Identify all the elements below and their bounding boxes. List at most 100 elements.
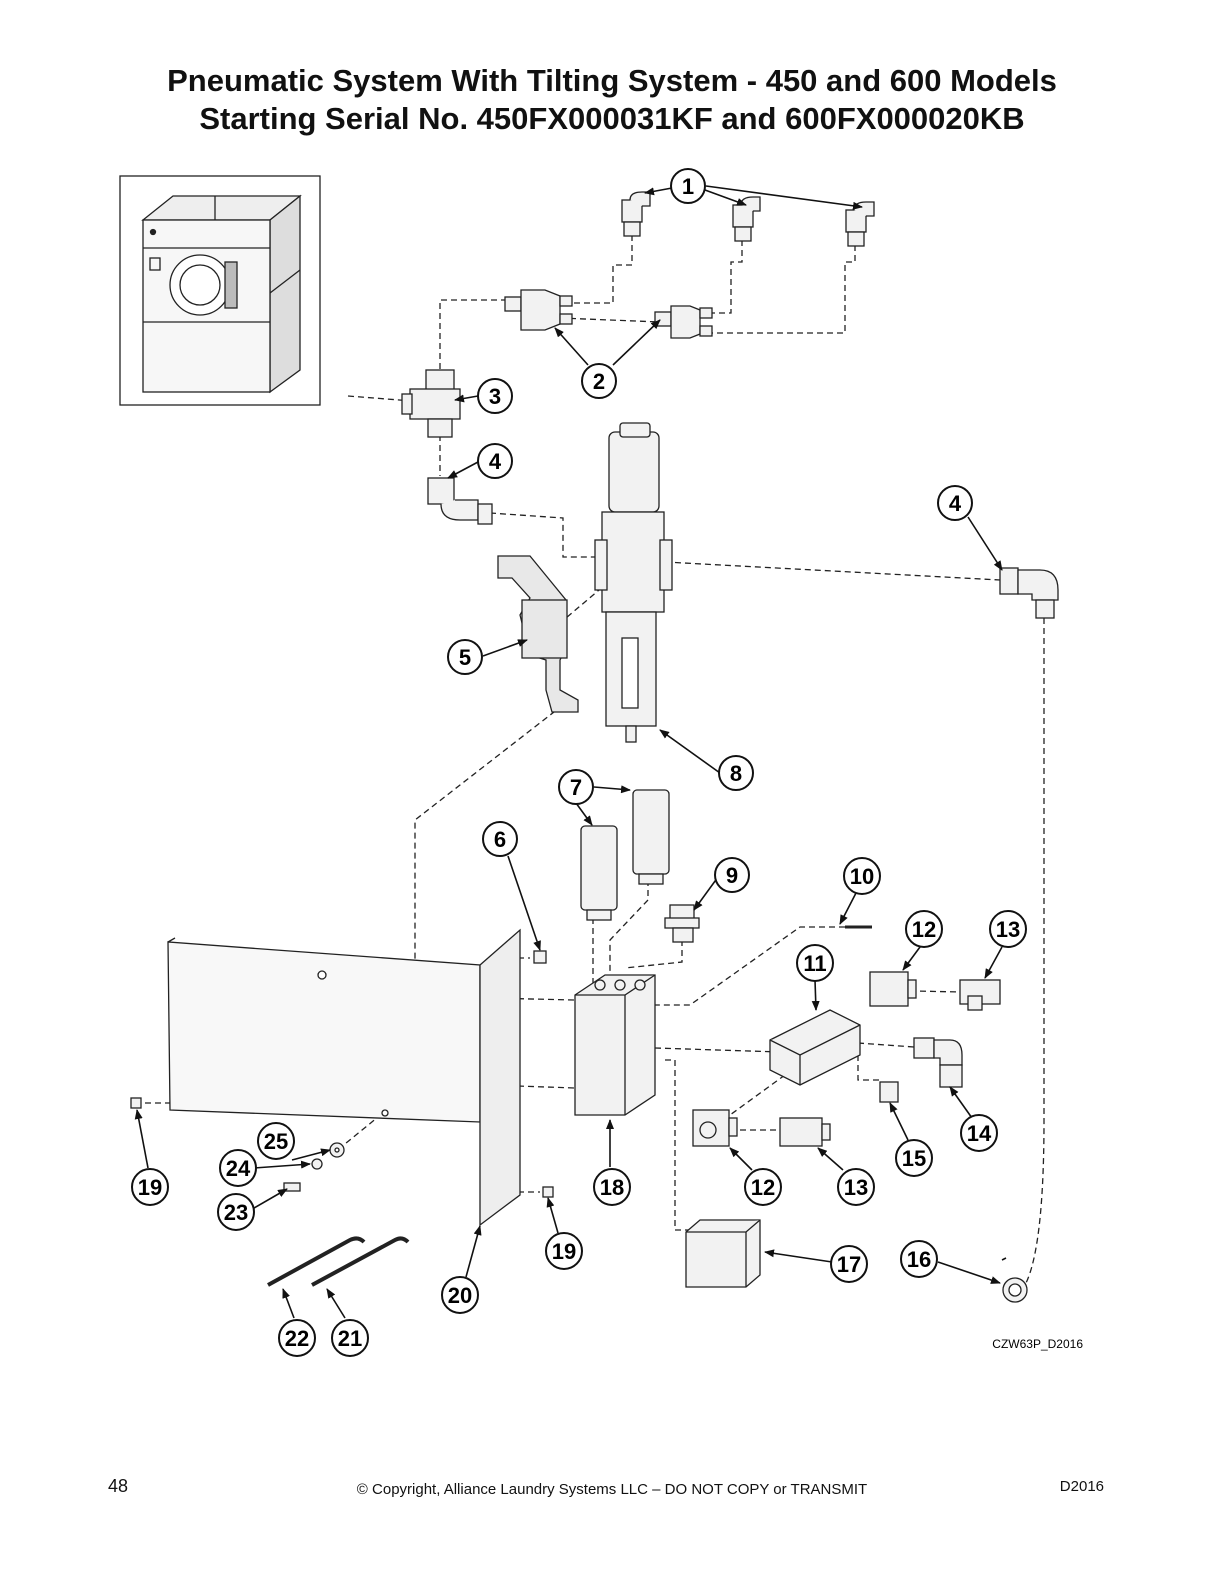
rod-22 [267,1236,366,1287]
y-fitting-2a [504,289,573,331]
svg-text:12: 12 [912,917,936,942]
tee-fitting-3 [401,369,461,438]
callout-18: 18 [593,1168,631,1206]
air-line-paths [145,235,1045,1296]
callout-6: 6 [482,821,518,857]
document-code: D2016 [1059,1478,1104,1495]
part-shapes [130,191,1059,1303]
callout-22: 22 [278,1319,316,1357]
svg-text:14: 14 [967,1121,992,1146]
svg-text:5: 5 [459,645,471,670]
svg-text:23: 23 [224,1200,248,1225]
elbow-fitting-1a [621,191,651,237]
callout-7: 7 [558,769,594,805]
callout-4a: 4 [477,443,513,479]
svg-text:15: 15 [902,1146,926,1171]
svg-text:6: 6 [494,827,506,852]
svg-text:4: 4 [489,449,502,474]
page-title: Pneumatic System With Tilting System - 4… [0,62,1224,138]
callout-5: 5 [447,639,483,675]
y-fitting-2b [654,305,713,339]
washer-25 [329,1142,345,1158]
leader-lines [134,185,1007,1319]
nut-6 [533,950,547,964]
callout-bubbles: 1 2 3 4 4 5 6 7 8 9 10 11 12 12 13 13 14… [131,168,1027,1357]
callout-8: 8 [718,755,754,791]
svg-text:9: 9 [726,863,738,888]
callout-10: 10 [843,857,881,895]
drawing-code: CZW63P_D2016 [992,1337,1083,1351]
callout-23: 23 [217,1193,255,1231]
elbow-fitting-1b [732,196,761,242]
elbow-fitting-1c [845,201,875,247]
svg-text:8: 8 [730,761,742,786]
svg-text:21: 21 [338,1326,362,1351]
callout-17: 17 [830,1245,868,1283]
nut-19b [542,1186,554,1198]
svg-text:10: 10 [850,864,874,889]
svg-text:13: 13 [996,917,1020,942]
elbow-fitting-4a [427,477,493,525]
rod-21 [311,1236,410,1287]
svg-text:13: 13 [844,1175,868,1200]
callout-25: 25 [257,1122,295,1160]
elbow-fitting-4b [999,567,1059,619]
silencer-16 [1002,1277,1028,1303]
callout-19a: 19 [131,1168,169,1206]
callout-20: 20 [441,1276,479,1314]
title-line-1: Pneumatic System With Tilting System - 4… [167,63,1057,98]
svg-text:3: 3 [489,384,501,409]
page-number: 48 [108,1476,129,1496]
svg-text:7: 7 [570,775,582,800]
svg-text:11: 11 [803,951,826,976]
callout-13b: 13 [837,1168,875,1206]
mounting-bracket-5 [497,555,579,713]
callout-21: 21 [331,1319,369,1357]
svg-text:20: 20 [448,1283,472,1308]
callout-24: 24 [219,1149,257,1187]
muffler-7b [632,789,670,885]
lock-washer-24 [311,1158,323,1170]
filter-regulator-8 [594,422,673,743]
svg-text:12: 12 [751,1175,775,1200]
title-line-2: Starting Serial No. 450FX000031KF and 60… [199,101,1025,136]
svg-text:19: 19 [138,1175,162,1200]
callout-14: 14 [960,1114,998,1152]
callout-1: 1 [670,168,706,204]
elbow-fitting-14 [913,1037,963,1088]
manifold-18 [574,974,656,1116]
plug-15 [879,1081,899,1103]
callout-9: 9 [714,857,750,893]
callout-12b: 12 [744,1168,782,1206]
screw-23 [283,1182,301,1192]
connector-13b [779,1117,831,1147]
callout-13a: 13 [989,910,1027,948]
callout-2: 2 [581,363,617,399]
svg-text:17: 17 [837,1252,861,1277]
svg-text:19: 19 [552,1239,576,1264]
callout-19b: 19 [545,1232,583,1270]
valve-cover-17 [685,1219,761,1288]
callout-11: 11 [796,944,834,982]
svg-text:16: 16 [907,1247,931,1272]
svg-text:2: 2 [593,369,605,394]
solenoid-coil-12b [692,1109,738,1147]
callout-12a: 12 [905,910,943,948]
callout-3: 3 [477,378,513,414]
callout-15: 15 [895,1139,933,1177]
svg-text:25: 25 [264,1129,288,1154]
connector-13a [959,979,1001,1011]
callout-16: 16 [900,1240,938,1278]
solenoid-valve-11 [769,1009,861,1086]
callout-4b: 4 [937,485,973,521]
mounting-panel-20 [167,928,521,1227]
svg-text:22: 22 [285,1326,309,1351]
copyright-notice: © Copyright, Alliance Laundry Systems LL… [356,1481,868,1498]
svg-text:18: 18 [600,1175,624,1200]
muffler-7a [580,825,618,921]
svg-text:4: 4 [949,491,962,516]
fitting-9 [664,904,700,943]
svg-text:24: 24 [226,1156,251,1181]
machine-thumbnail [119,175,321,406]
